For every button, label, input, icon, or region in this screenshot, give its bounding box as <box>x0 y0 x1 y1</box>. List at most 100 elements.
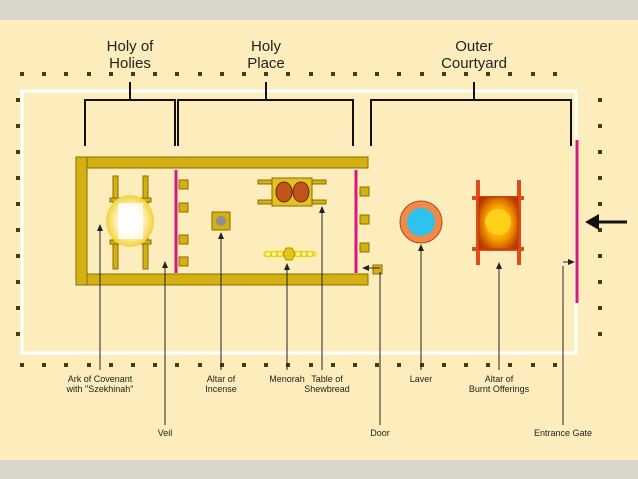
courtyard-post <box>131 363 135 367</box>
courtyard-post <box>198 72 202 76</box>
courtyard-post <box>16 254 20 258</box>
courtyard-post <box>64 72 68 76</box>
courtyard-post <box>198 363 202 367</box>
courtyard-post <box>20 363 24 367</box>
courtyard-post <box>16 98 20 102</box>
header-brackets <box>84 82 572 146</box>
courtyard-post <box>109 72 113 76</box>
courtyard-post <box>375 72 379 76</box>
courtyard-post <box>442 72 446 76</box>
laver <box>399 200 443 244</box>
courtyard-post <box>109 363 113 367</box>
tabernacle-wall-back <box>75 156 88 286</box>
courtyard-post <box>486 363 490 367</box>
courtyard-post <box>175 363 179 367</box>
courtyard-post <box>442 363 446 367</box>
courtyard-post <box>309 72 313 76</box>
courtyard-post <box>16 280 20 284</box>
courtyard-post <box>598 150 602 154</box>
courtyard-post <box>331 363 335 367</box>
courtyard-post <box>598 98 602 102</box>
courtyard-post <box>598 254 602 258</box>
courtyard-post <box>16 332 20 336</box>
courtyard-post <box>131 72 135 76</box>
courtyard-post <box>508 72 512 76</box>
courtyard-post <box>16 202 20 206</box>
bracket-holy-of-holies <box>84 82 176 146</box>
courtyard-post <box>331 72 335 76</box>
menorah <box>257 242 321 266</box>
label-laver: Laver <box>409 374 433 384</box>
courtyard-post <box>16 306 20 310</box>
courtyard-post <box>16 124 20 128</box>
background-panel <box>0 20 638 460</box>
courtyard-post <box>420 72 424 76</box>
courtyard-post <box>598 176 602 180</box>
courtyard-post <box>16 150 20 154</box>
courtyard-post <box>64 363 68 367</box>
courtyard-post <box>286 363 290 367</box>
courtyard-post <box>598 202 602 206</box>
courtyard-post <box>553 72 557 76</box>
courtyard-post <box>42 363 46 367</box>
courtyard-post <box>153 363 157 367</box>
courtyard-post <box>242 363 246 367</box>
bracket-outer-courtyard <box>370 82 572 146</box>
courtyard-post <box>16 228 20 232</box>
courtyard-post <box>598 228 602 232</box>
courtyard-post <box>286 72 290 76</box>
courtyard-post <box>220 72 224 76</box>
courtyard-post <box>153 72 157 76</box>
courtyard-posts <box>16 72 602 367</box>
courtyard-post <box>598 280 602 284</box>
courtyard-post <box>508 363 512 367</box>
courtyard-post <box>87 72 91 76</box>
table-of-shewbread <box>257 177 327 207</box>
courtyard-post <box>309 363 313 367</box>
label-veil: Veil <box>157 428 173 438</box>
courtyard-post <box>464 363 468 367</box>
label-door: Door <box>370 428 390 438</box>
ark-of-covenant <box>106 175 154 270</box>
courtyard-post <box>598 306 602 310</box>
courtyard-post <box>553 363 557 367</box>
courtyard-post <box>420 363 424 367</box>
courtyard-post <box>264 363 268 367</box>
courtyard-post <box>353 363 357 367</box>
courtyard-post <box>20 72 24 76</box>
tabernacle-walls <box>75 156 369 286</box>
tabernacle-wall-top <box>75 156 369 169</box>
pointer-lines <box>97 206 575 425</box>
courtyard-post <box>87 363 91 367</box>
courtyard-post <box>375 363 379 367</box>
courtyard-post <box>353 72 357 76</box>
pillar-boxes <box>178 179 383 275</box>
courtyard-post <box>531 72 535 76</box>
courtyard-post <box>598 124 602 128</box>
altar-of-burnt-offerings <box>472 180 524 265</box>
courtyard-post <box>464 72 468 76</box>
courtyard-post <box>598 332 602 336</box>
bracket-holy-place <box>177 82 354 146</box>
label-menorah: Menorah <box>269 374 305 384</box>
courtyard-post <box>175 72 179 76</box>
courtyard-post <box>220 363 224 367</box>
courtyard-post <box>531 363 535 367</box>
courtyard-post <box>16 176 20 180</box>
courtyard-post <box>397 363 401 367</box>
courtyard-post <box>397 72 401 76</box>
label-entrance-gate: Entrance Gate <box>533 428 593 438</box>
courtyard-post <box>486 72 490 76</box>
courtyard-post <box>242 72 246 76</box>
altar-of-incense <box>211 211 231 231</box>
entrance-arrow-icon <box>585 214 627 230</box>
courtyard-post <box>264 72 268 76</box>
